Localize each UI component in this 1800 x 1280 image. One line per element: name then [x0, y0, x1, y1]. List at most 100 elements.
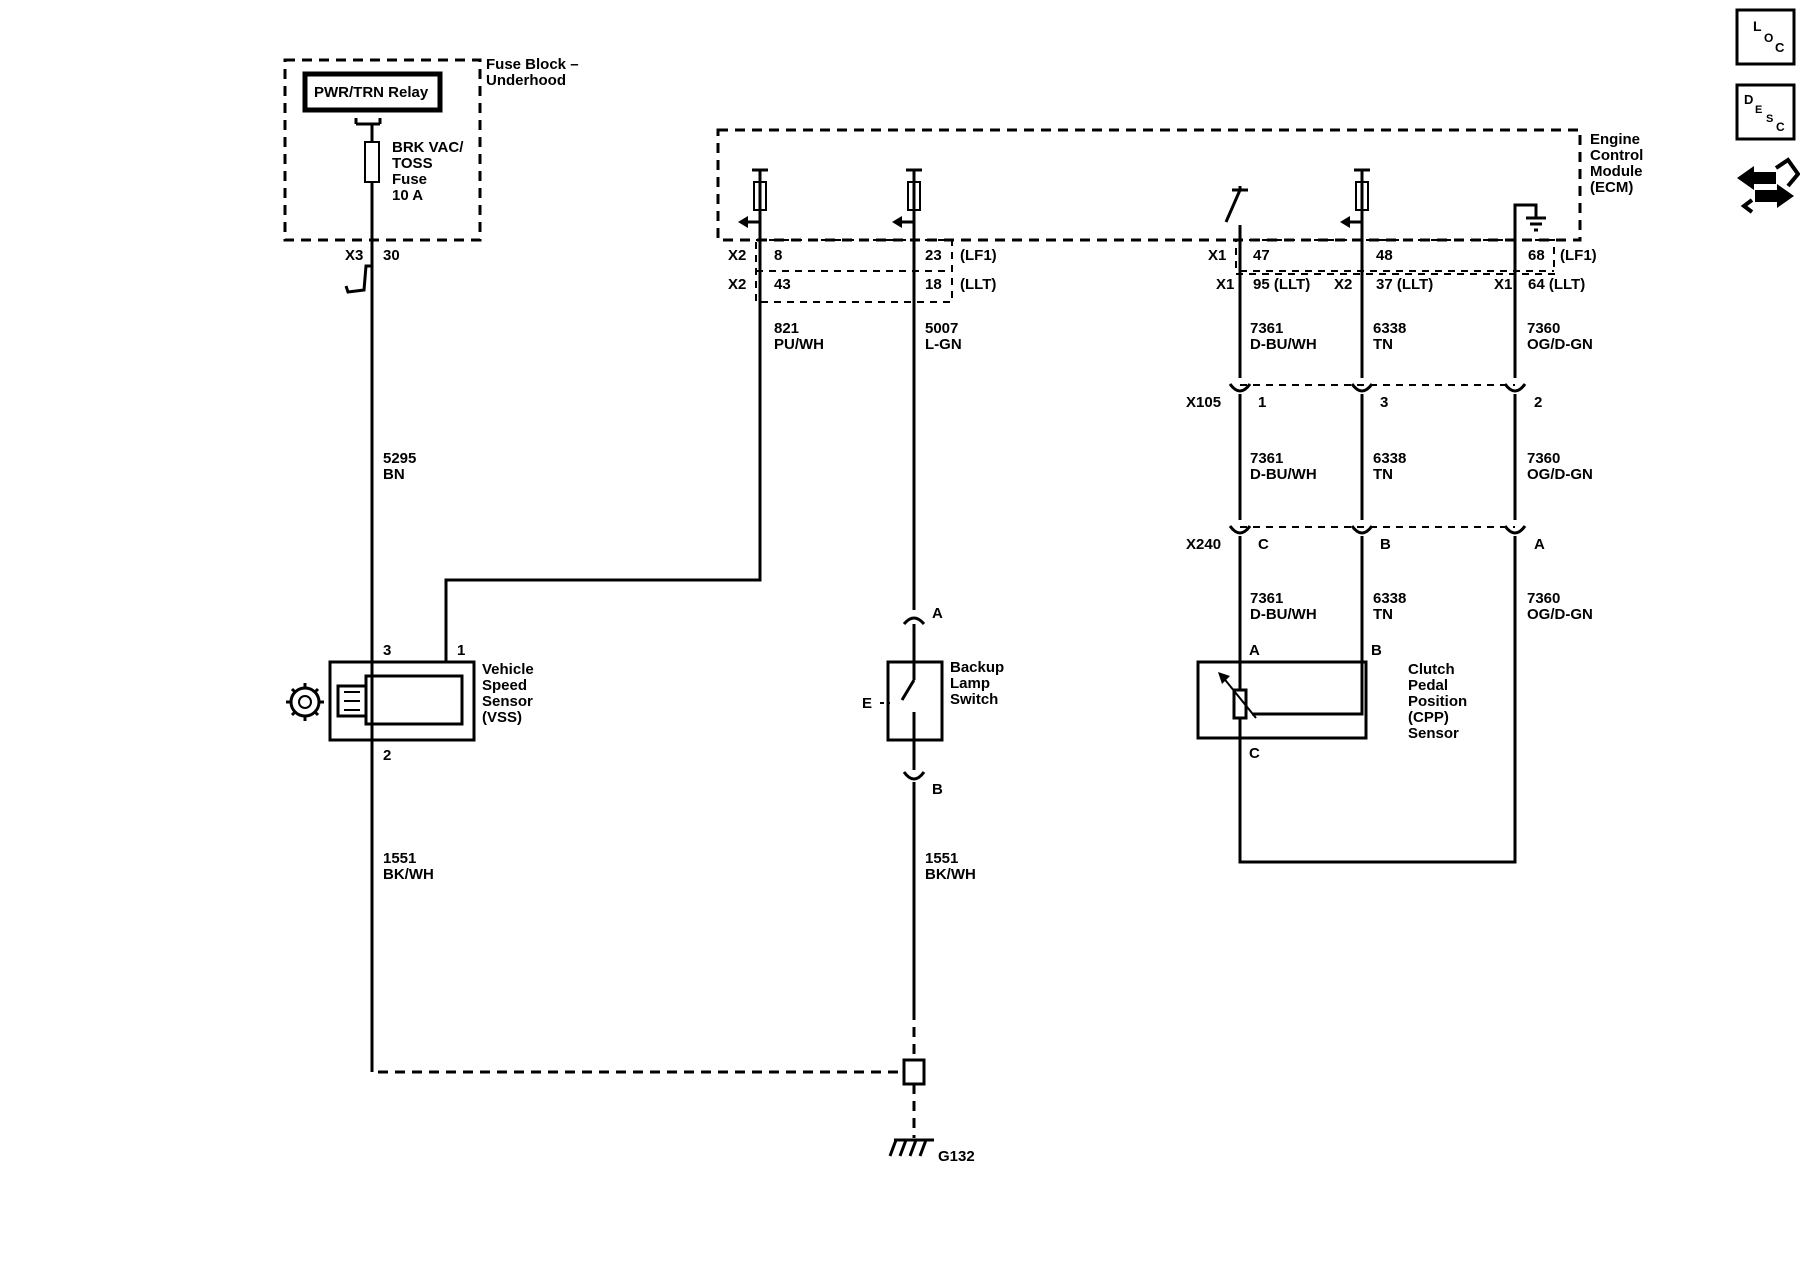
ecm-pin-23: 23	[925, 247, 942, 264]
wire-7360c-num: 7360	[1527, 590, 1560, 607]
ecm-module: Engine Control Module (ECM)	[716, 128, 1643, 303]
gear-icon	[286, 683, 324, 721]
ecm-title-2: Control	[1590, 147, 1643, 164]
wire-1551b-num: 1551	[925, 850, 958, 867]
wire-6338a-num: 6338	[1373, 320, 1406, 337]
wire-7361a-color: D-BU/WH	[1250, 336, 1317, 353]
loc-letter-l: L	[1753, 18, 1762, 34]
wire-7360b-color: OG/D-GN	[1527, 466, 1593, 483]
cpp-pin-a: A	[1249, 642, 1260, 659]
wire-7360c-color: OG/D-GN	[1527, 606, 1593, 623]
fuse-block-title-1: Fuse Block –	[486, 56, 579, 73]
wire-7361b-num: 7361	[1250, 450, 1283, 467]
wire-7361b-color: D-BU/WH	[1250, 466, 1317, 483]
cpp-label-1: Clutch	[1408, 661, 1455, 678]
connector-x105: X105 1 3 2	[1186, 383, 1542, 411]
desc-letter-e: E	[1755, 104, 1762, 116]
ecm-llt-a: (LLT)	[960, 276, 996, 293]
ecm-title-4: (ECM)	[1590, 179, 1633, 196]
desc-letter-d: D	[1744, 92, 1753, 107]
x240-pin-b: B	[1380, 536, 1391, 553]
wire-1551a-color: BK/WH	[383, 866, 434, 883]
ecm-conn-x2-cpp: X2	[1334, 276, 1352, 293]
ecm-pullup-pin48	[1340, 168, 1370, 238]
ecm-conn-x2-lower: X2	[728, 276, 746, 293]
ecm-conn-x1-lower: X1	[1216, 276, 1234, 293]
vss-pin-1: 1	[457, 642, 465, 659]
vss-pin-2: 2	[383, 747, 391, 764]
cpp-sensor: A B C Clutch Pedal Position (CPP) Sensor	[1196, 642, 1467, 762]
vss-pin-3: 3	[383, 642, 391, 659]
ecm-pin-37: 37 (LLT)	[1376, 276, 1433, 293]
loc-button[interactable]: L O C	[1735, 8, 1796, 66]
backup-lamp-switch: A E B Backup Lamp Switch	[862, 605, 1004, 798]
chassis-ground-icon	[888, 1138, 934, 1157]
cpp-label-3: Position	[1408, 693, 1467, 710]
x105-label: X105	[1186, 394, 1221, 411]
ecm-pin-43: 43	[774, 276, 791, 293]
wire-1551b-color: BK/WH	[925, 866, 976, 883]
fuse-pin-label: 30	[383, 247, 400, 264]
ground-dashed-link	[370, 1010, 900, 1074]
backup-pin-a: A	[932, 605, 943, 622]
vss-label-1: Vehicle	[482, 661, 534, 678]
ecm-pin-64: 64 (LLT)	[1528, 276, 1585, 293]
vss-label-2: Speed	[482, 677, 527, 694]
wire-821	[444, 238, 762, 662]
backup-label-1: Backup	[950, 659, 1004, 676]
fuse-block-title-2: Underhood	[486, 72, 566, 89]
wire-6338b-num: 6338	[1373, 450, 1406, 467]
wire-821-num: 821	[774, 320, 799, 337]
ecm-pin-18: 18	[925, 276, 942, 293]
ecm-pin-48: 48	[1376, 247, 1393, 264]
ecm-ground-pin68	[1513, 203, 1546, 238]
desc-letter-s: S	[1766, 113, 1773, 125]
fuse-label-4: 10 A	[392, 187, 423, 204]
wire-6338a-color: TN	[1373, 336, 1393, 353]
ecm-pin-47: 47	[1253, 247, 1270, 264]
x240-pin-c: C	[1258, 536, 1269, 553]
wire-7361c-num: 7361	[1250, 590, 1283, 607]
x105-pin-2: 2	[1534, 394, 1542, 411]
fuse-connector-label: X3	[345, 247, 363, 264]
cpp-pin-b: B	[1371, 642, 1382, 659]
ground-g132-label: G132	[938, 1148, 975, 1165]
wire-6338b-color: TN	[1373, 466, 1393, 483]
loc-letter-c: C	[1775, 40, 1785, 55]
ecm-pullup-pin23	[892, 168, 922, 238]
backup-switch-e-mark: E	[862, 695, 872, 712]
wire-6338c-color: TN	[1373, 606, 1393, 623]
fuse-symbol	[364, 141, 380, 183]
wire-7360a-num: 7360	[1527, 320, 1560, 337]
relay-label: PWR/TRN Relay	[314, 84, 429, 101]
wire-5007-num: 5007	[925, 320, 958, 337]
ecm-conn-x1-cpp: X1	[1494, 276, 1512, 293]
wire-7360a-color: OG/D-GN	[1527, 336, 1593, 353]
wire-1551a-num: 1551	[383, 850, 416, 867]
wire-5295-color: BN	[383, 466, 405, 483]
connector-view-icon[interactable]	[1737, 157, 1800, 214]
wire-7360-c	[1238, 536, 1517, 864]
wire-7361a-num: 7361	[1250, 320, 1283, 337]
ecm-pin-68: 68	[1528, 247, 1545, 264]
wire-821-color: PU/WH	[774, 336, 824, 353]
ecm-title-3: Module	[1590, 163, 1643, 180]
ecm-lf1-b: (LF1)	[1560, 247, 1597, 264]
cpp-label-2: Pedal	[1408, 677, 1448, 694]
desc-button[interactable]: D E S C	[1735, 83, 1796, 141]
vss-label-4: (VSS)	[482, 709, 522, 726]
vss-label-3: Sensor	[482, 693, 533, 710]
ecm-pin-8: 8	[774, 247, 782, 264]
wire-6338c-num: 6338	[1373, 590, 1406, 607]
x105-pin-1: 1	[1258, 394, 1266, 411]
cpp-label-5: Sensor	[1408, 725, 1459, 742]
connector-x240: X240 C B A	[1186, 525, 1545, 553]
x240-pin-a: A	[1534, 536, 1545, 553]
cpp-label-4: (CPP)	[1408, 709, 1449, 726]
ecm-title-1: Engine	[1590, 131, 1640, 148]
ecm-lf1-a: (LF1)	[960, 247, 997, 264]
fuse-block-underhood: Fuse Block – Underhood PWR/TRN Relay BRK…	[283, 56, 579, 1072]
vehicle-speed-sensor: 3 1 2 Vehicle Speed Sensor (VSS)	[328, 642, 534, 764]
x240-label: X240	[1186, 536, 1221, 553]
